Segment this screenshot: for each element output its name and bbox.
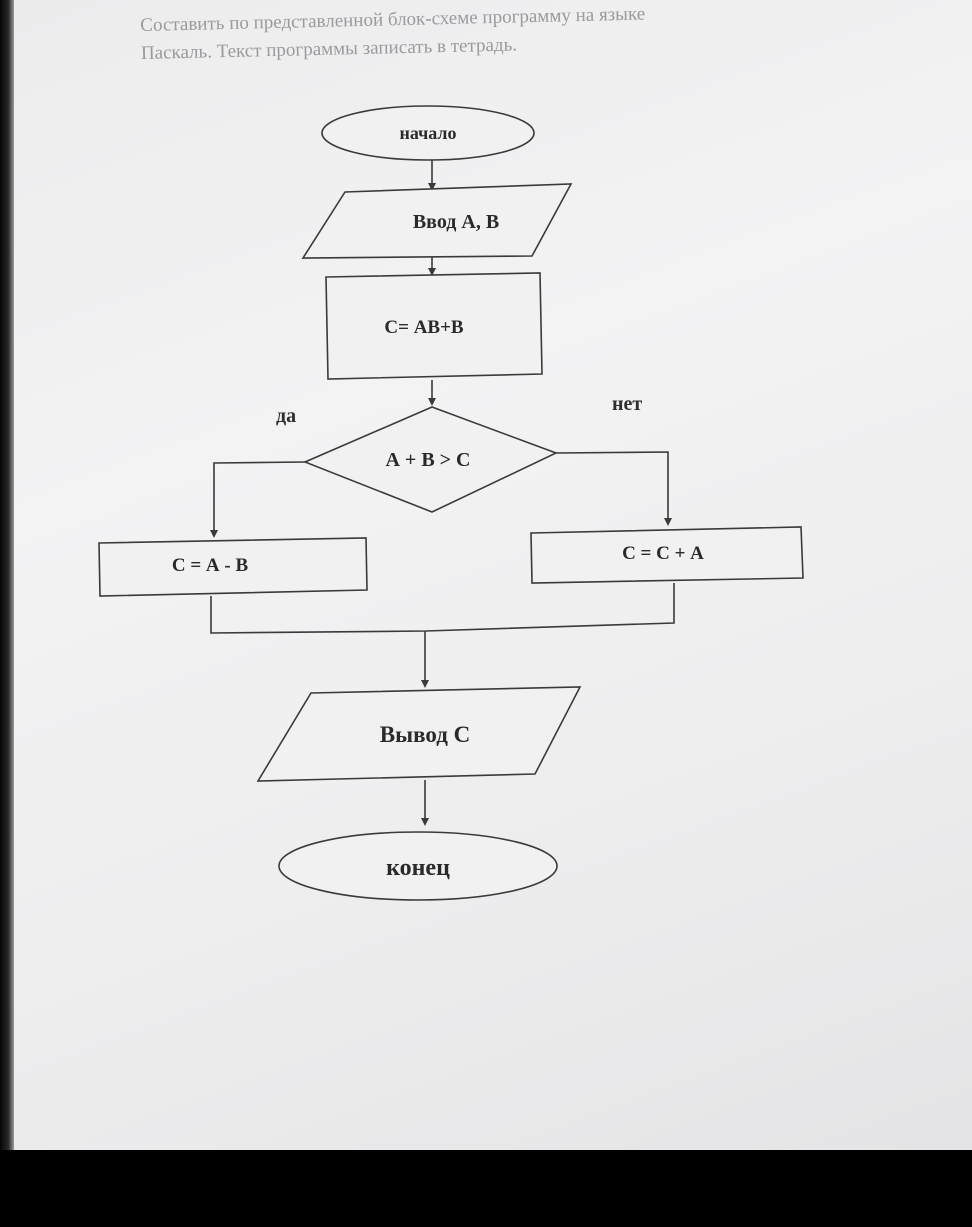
arrow-process-decision xyxy=(428,398,436,406)
flowchart: начало Ввод А, В С= АВ+В А + В > С да не… xyxy=(98,105,804,901)
connector-no-branch xyxy=(555,451,669,518)
arrow-start-input xyxy=(428,183,436,191)
arrow-no-branch xyxy=(664,518,672,526)
start-terminal xyxy=(321,105,535,161)
process-label: С= АВ+В xyxy=(384,317,464,338)
input-label: Ввод А, В xyxy=(413,211,499,233)
decision-label: А + В > С xyxy=(385,449,470,471)
decision-block xyxy=(302,406,559,513)
no-label: нет xyxy=(612,393,642,415)
end-label: конец xyxy=(386,855,450,881)
no-branch-label: С = С + А xyxy=(622,543,704,564)
arrow-output-end xyxy=(421,818,429,826)
arrow-merge-output xyxy=(421,680,429,688)
connector-yes-branch xyxy=(213,461,306,530)
no-branch-block xyxy=(530,526,804,584)
bottom-dark-area xyxy=(0,1150,972,1227)
yes-branch-label: С = А - В xyxy=(172,555,249,576)
arrow-yes-branch xyxy=(210,530,218,538)
page-edge-shadow xyxy=(0,0,14,1150)
output-label: Вывод С xyxy=(380,722,470,747)
yes-label: да xyxy=(276,405,296,427)
end-terminal xyxy=(278,831,558,901)
arrow-input-process xyxy=(428,268,436,276)
input-block xyxy=(301,183,573,259)
start-label: начало xyxy=(399,123,456,143)
output-block xyxy=(256,686,582,782)
process-block xyxy=(325,272,543,380)
yes-branch-block xyxy=(98,537,368,597)
connector-merge xyxy=(210,583,675,634)
